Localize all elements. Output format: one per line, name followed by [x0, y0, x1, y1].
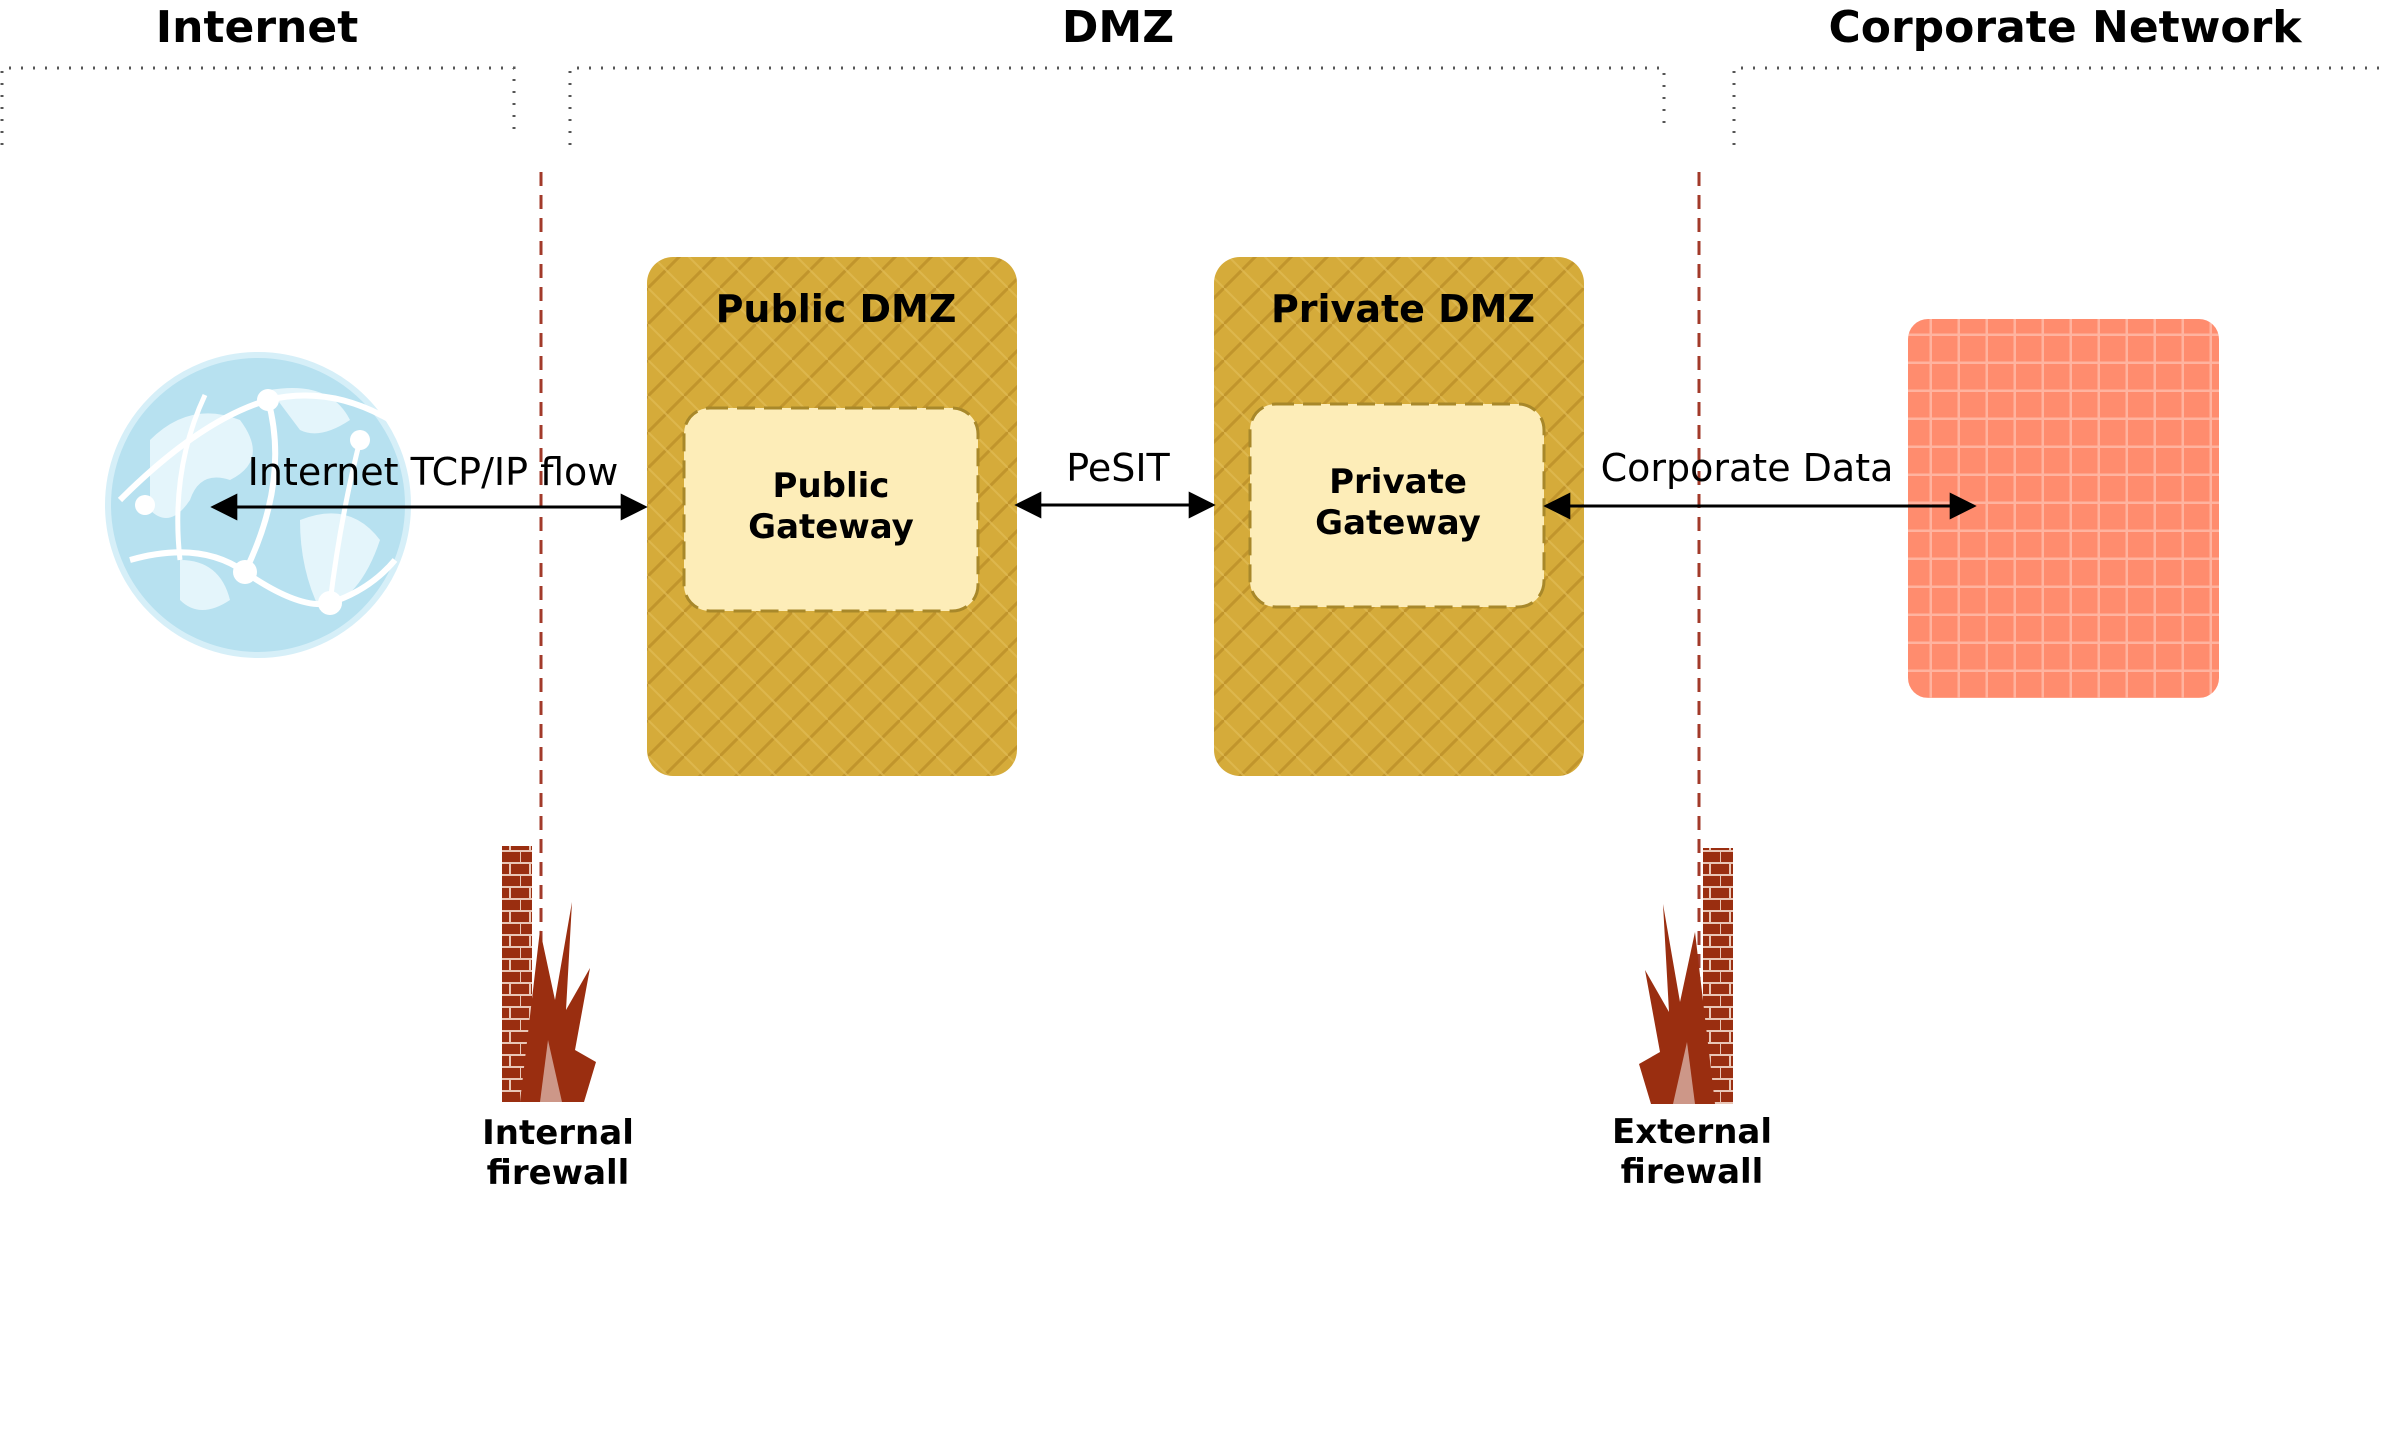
zone-bracket-dmz	[568, 66, 1666, 145]
public-dmz-title: Public DMZ	[715, 287, 957, 331]
corporate-flow-label: Corporate Data	[1600, 446, 1894, 490]
private-gateway-line2: Gateway	[1315, 503, 1481, 543]
zone-title-internet: Internet	[155, 2, 359, 53]
internal-firewall-line2: firewall	[486, 1153, 630, 1193]
zone-bracket-internet	[0, 66, 516, 145]
public-gateway-label: Public Gateway	[748, 466, 914, 548]
external-firewall-icon	[1639, 848, 1733, 1104]
pesit-flow-label: PeSIT	[1066, 446, 1170, 490]
internal-firewall-line1: Internal	[482, 1113, 634, 1153]
public-gateway-line2: Gateway	[748, 507, 914, 547]
public-gateway-line1: Public	[772, 466, 890, 506]
private-gateway-line1: Private	[1329, 462, 1467, 502]
zone-title-dmz: DMZ	[1061, 2, 1175, 53]
private-dmz-title: Private DMZ	[1270, 287, 1536, 331]
internet-flow-label: Internet TCP/IP flow	[247, 450, 619, 494]
internal-firewall-icon	[502, 846, 596, 1102]
zone-title-corporate: Corporate Network	[1828, 2, 2302, 53]
public-gateway-box	[682, 406, 980, 613]
external-firewall-label: External firewall	[1612, 1112, 1772, 1192]
external-firewall-line2: firewall	[1620, 1152, 1764, 1192]
internal-firewall-label: Internal firewall	[482, 1113, 634, 1193]
globe-icon	[105, 352, 411, 658]
corporate-network-icon	[1908, 319, 2219, 698]
zone-bracket-corporate	[1732, 66, 2388, 145]
external-firewall-line1: External	[1611, 1112, 1773, 1152]
private-gateway-label: Private Gateway	[1315, 462, 1481, 544]
